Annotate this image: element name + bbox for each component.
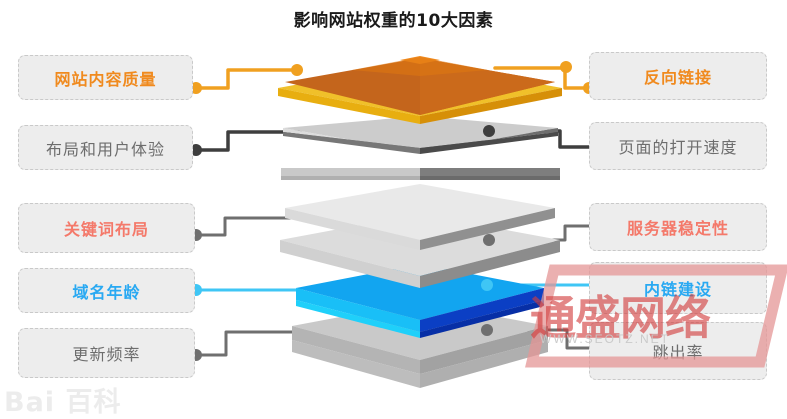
label-right-2[interactable]: 页面的打开速度: [589, 122, 767, 170]
label-left-3[interactable]: 关键词布局: [18, 203, 195, 253]
label-left-2-text: 布局和用户体验: [45, 139, 165, 159]
dot-left-2: [190, 144, 202, 156]
label-left-1[interactable]: 网站内容质量: [18, 55, 193, 100]
label-left-4[interactable]: 域名年龄: [18, 268, 195, 313]
page-title: 影响网站权重的10大因素: [293, 11, 494, 31]
label-left-3-text: 关键词布局: [63, 220, 149, 239]
label-right-5-text: 跳出率: [652, 343, 704, 362]
dot-right-4-end: [481, 279, 493, 291]
label-left-4-text: 域名年龄: [72, 282, 141, 302]
label-left-5[interactable]: 更新频率: [18, 328, 195, 378]
dot-left-1-end: [291, 64, 303, 76]
label-right-1-text: 反向链接: [643, 68, 712, 87]
plate-thin-gray-slab: [281, 168, 560, 180]
dot-right-1-end: [560, 61, 572, 73]
connector-left-3: [194, 216, 292, 237]
dot-left-1: [190, 82, 202, 94]
plate-dark-gray: [283, 116, 558, 154]
label-right-3-text: 服务器稳定性: [626, 219, 729, 238]
label-right-3[interactable]: 服务器稳定性: [589, 203, 767, 251]
label-right-4-text: 内链建设: [643, 280, 712, 299]
plate-blue: [296, 264, 544, 338]
label-right-5[interactable]: 跳出率: [589, 322, 767, 380]
label-right-2-text: 页面的打开速度: [618, 138, 738, 157]
dot-right-2-end: [483, 125, 495, 137]
plate-orange: [278, 56, 562, 124]
plate-light-gray: [285, 184, 555, 250]
connector-right-1: [493, 66, 591, 90]
label-right-1[interactable]: 反向链接: [589, 52, 767, 100]
dot-right-3-end: [483, 234, 495, 246]
label-right-4[interactable]: 内链建设: [589, 262, 767, 314]
connector-left-5: [194, 330, 294, 357]
connector-left-2: [194, 130, 302, 152]
label-left-1-text: 网站内容质量: [54, 69, 157, 89]
dot-right-5-end: [481, 324, 493, 336]
label-left-5-text: 更新频率: [72, 345, 141, 364]
label-left-2[interactable]: 布局和用户体验: [18, 125, 193, 170]
connector-left-1: [194, 68, 302, 90]
